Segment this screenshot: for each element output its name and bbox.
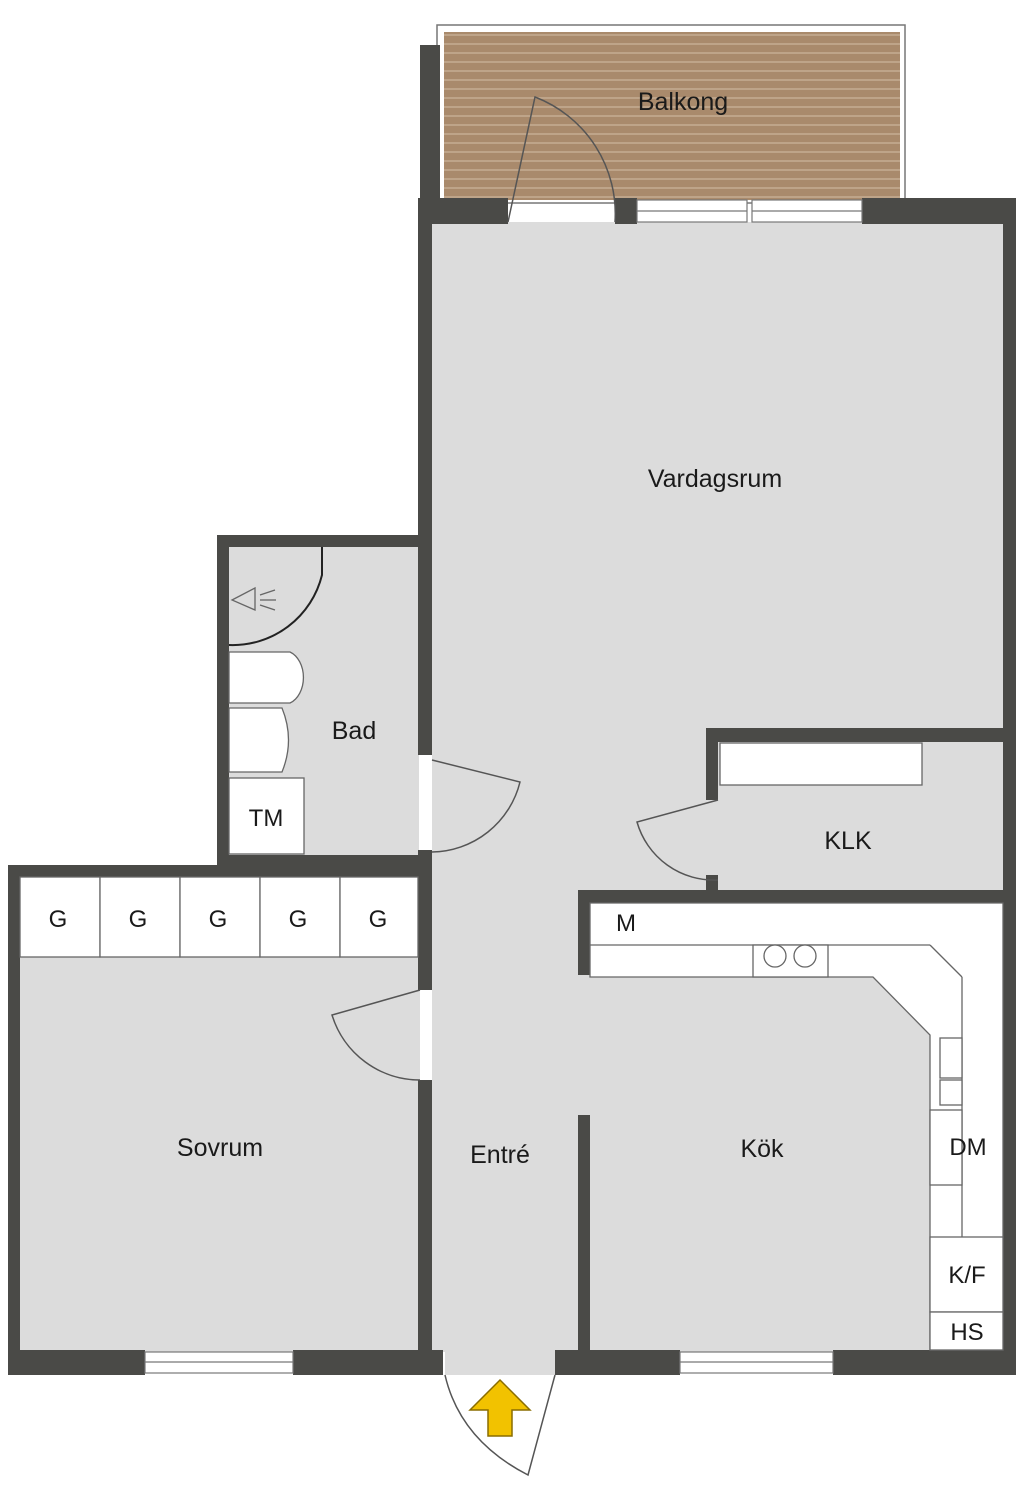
room-label-bedroom: Sovrum [177, 1134, 263, 1162]
cabinet-label: HS [950, 1319, 983, 1346]
doors [331, 95, 719, 1477]
fridge-freezer-label: K/F [948, 1262, 985, 1289]
kitchen-fixtures [589, 902, 1004, 1351]
balcony [420, 24, 906, 210]
microwave-label: M [616, 910, 636, 937]
floors [20, 222, 1004, 1375]
walls [8, 198, 1016, 1375]
entry-arrow-icon [468, 1378, 532, 1437]
wardrobe-label: G [129, 906, 148, 933]
wardrobe-label: G [49, 906, 68, 933]
wardrobe-label: G [289, 906, 308, 933]
stove-icon [763, 944, 787, 968]
room-label-balcony: Balkong [638, 88, 728, 116]
toilet-icon [228, 651, 305, 704]
closet-shelf [719, 742, 923, 786]
shower-icon [230, 586, 276, 611]
washing-machine-label: TM [249, 805, 284, 832]
room-label-kitchen: Kök [740, 1135, 784, 1163]
dishwasher-label: DM [949, 1134, 986, 1161]
room-label-closet: KLK [824, 827, 872, 855]
wardrobes [19, 876, 419, 958]
sink-icon [228, 707, 290, 773]
wardrobe-label: G [209, 906, 228, 933]
windows [144, 199, 863, 1374]
room-label-living-room: Vardagsrum [648, 465, 782, 493]
wardrobe-label: G [369, 906, 388, 933]
room-label-bathroom: Bad [332, 717, 376, 745]
bathroom-fixtures [228, 547, 323, 855]
room-label-hallway: Entré [470, 1141, 530, 1169]
